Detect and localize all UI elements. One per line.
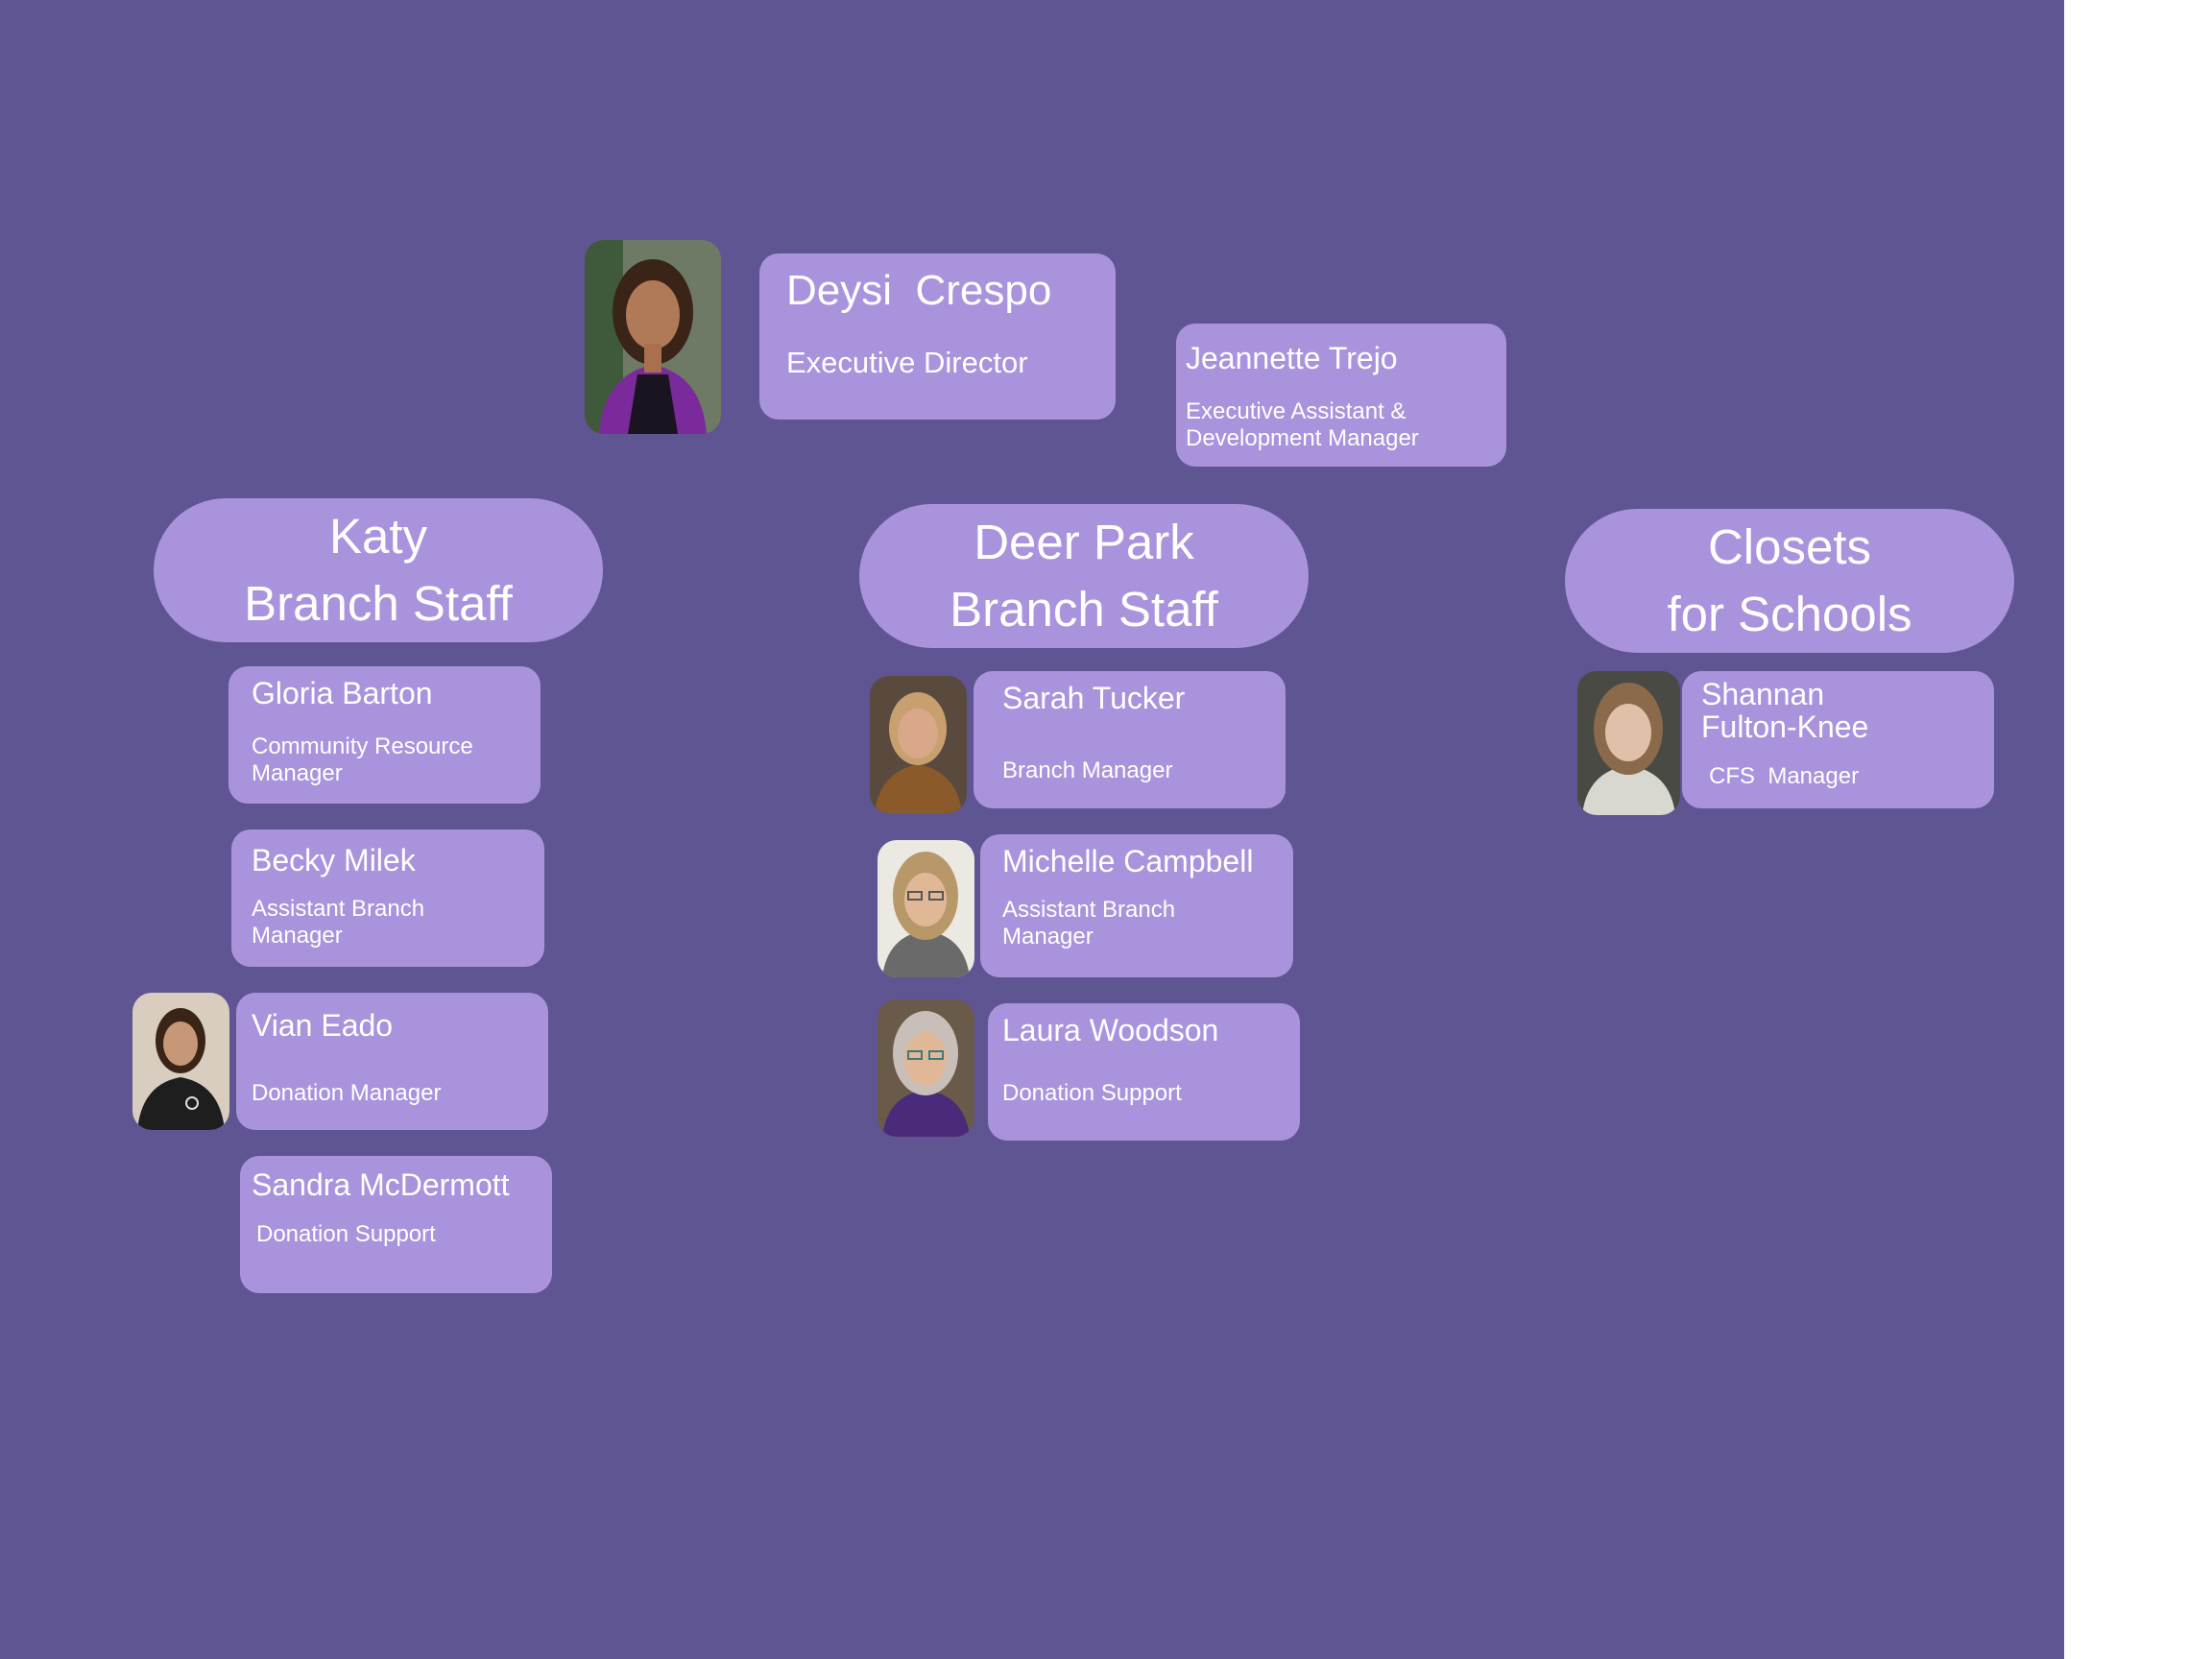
staff-photo-michelle-campbell [878,840,974,977]
staff-role-line2: Manager [252,760,343,786]
staff-card-shannan-fulton-knee: Shannan Fulton-Knee CFS Manager [1682,671,1994,808]
deer-park-branch-header: Deer Park Branch Staff [859,504,1309,648]
staff-role-line1: Branch Manager [1002,757,1173,783]
staff-photo-vian-eado [132,993,229,1130]
director-card: Deysi Crespo Executive Director [759,253,1116,420]
staff-role-line1: Donation Support [1002,1080,1182,1106]
staff-photo-sarah-tucker [870,676,967,813]
staff-card-sarah-tucker: Sarah Tucker Branch Manager [974,671,1286,808]
deer-park-header-line2: Branch Staff [950,582,1218,637]
staff-role-line1: Assistant Branch [252,896,425,922]
staff-card-sandra-mcdermott: Sandra McDermott Donation Support [240,1156,552,1293]
staff-name: Michelle Campbell [1002,844,1254,878]
assistant-name: Jeannette Trejo [1186,341,1398,375]
staff-name: Gloria Barton [252,676,433,710]
deer-park-header-line1: Deer Park [974,515,1194,569]
staff-role-line2: Manager [252,923,343,949]
staff-role-line1: Donation Manager [252,1080,442,1106]
director-name: Deysi Crespo [786,267,1052,314]
staff-card-gloria-barton: Gloria Barton Community Resource Manager [228,666,541,804]
closets-header-line2: for Schools [1667,587,1912,641]
staff-role-line1: Community Resource [252,733,473,759]
director-role: Executive Director [786,346,1028,379]
staff-role: CFS Manager [1709,763,1860,789]
assistant-card: Jeannette Trejo Executive Assistant & De… [1176,324,1506,467]
katy-branch-header: Katy Branch Staff [154,498,603,642]
staff-photo-laura-woodson [878,999,974,1137]
closets-for-schools-header: Closets for Schools [1565,509,2014,653]
staff-name: Becky Milek [252,843,416,878]
staff-name-line2: Fulton-Knee [1701,709,1869,744]
staff-card-laura-woodson: Laura Woodson Donation Support [988,1003,1300,1141]
staff-card-becky-milek: Becky Milek Assistant Branch Manager [231,830,544,967]
staff-photo-shannan-fulton-knee [1577,671,1680,815]
staff-name: Sandra McDermott [252,1167,510,1202]
staff-name: Sarah Tucker [1002,681,1186,715]
katy-header-line2: Branch Staff [244,576,513,631]
staff-role-line1: Assistant Branch [1002,897,1176,923]
katy-header-line1: Katy [328,509,428,564]
staff-role-line1: Donation Support [256,1221,436,1247]
assistant-role-line1: Executive Assistant & [1186,398,1407,424]
assistant-role-line2: Development Manager [1186,425,1419,451]
org-chart-canvas: Deysi Crespo Executive Director Jeannett… [0,0,2064,1659]
staff-name: Vian Eado [252,1008,394,1043]
staff-name-line1: Shannan [1701,677,1825,711]
staff-role-line2: Manager [1002,924,1094,950]
director-photo [585,240,721,434]
staff-card-michelle-campbell: Michelle Campbell Assistant Branch Manag… [980,834,1293,977]
closets-header-line1: Closets [1707,519,1872,574]
staff-card-vian-eado: Vian Eado Donation Manager [236,993,548,1130]
staff-name: Laura Woodson [1002,1013,1219,1047]
